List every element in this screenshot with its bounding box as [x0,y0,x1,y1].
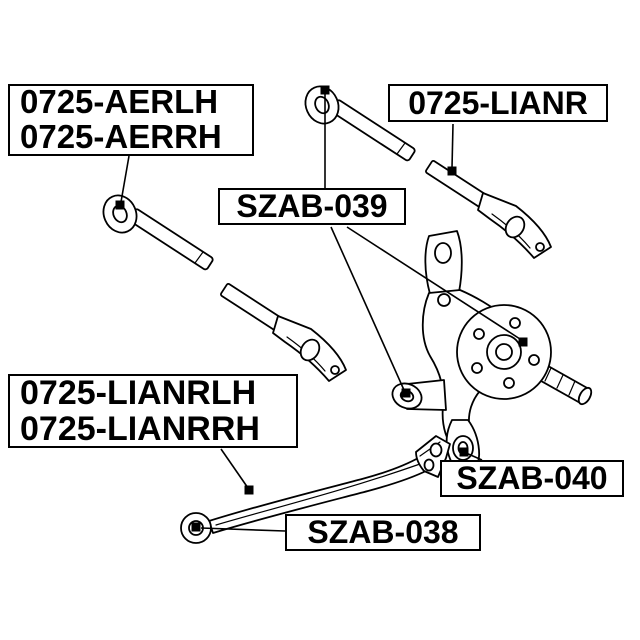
knuckle-lower-bushing [391,379,447,411]
marker-szab039-top [320,85,330,95]
marker-hub-center [518,337,528,347]
hub-flange [456,304,552,400]
callout-0725-lianrlh: 0725-LIANRLH 0725-LIANRRH [8,374,298,448]
callout-line: SZAB-038 [307,514,459,550]
marker-szab038-bushing [191,522,201,532]
callout-line: 0725-AERLH [20,83,219,121]
callout-line: 0725-LIANR [408,84,588,121]
upper-lateral-rod [304,85,416,162]
callout-0725-lianr: 0725-LIANR [388,84,608,122]
marker-squares [115,85,528,532]
callout-line: 0725-LIANRLH [20,373,257,412]
marker-knuckle-bushing [401,388,411,398]
callout-szab-040: SZAB-040 [440,460,624,497]
left-lateral-rod-fork [220,282,347,382]
left-lateral-rod [102,194,214,271]
callout-line: SZAB-039 [236,188,388,224]
marker-szab040-bushing [459,447,469,457]
rear-knuckle [391,230,593,473]
marker-trailing-arm [244,485,254,495]
right-lateral-rod-fork [425,159,552,259]
callout-line: 0725-AERRH [20,118,222,155]
callout-szab-038: SZAB-038 [285,514,481,551]
callout-0725-aer: 0725-AERLH 0725-AERRH [8,84,254,156]
callout-szab-039: SZAB-039 [218,188,406,225]
leader-lines [120,94,521,532]
marker-lianr-rod [447,166,457,176]
callout-line: SZAB-040 [456,460,608,496]
marker-aer-bushing [115,200,125,210]
callout-line: 0725-LIANRRH [20,410,260,448]
